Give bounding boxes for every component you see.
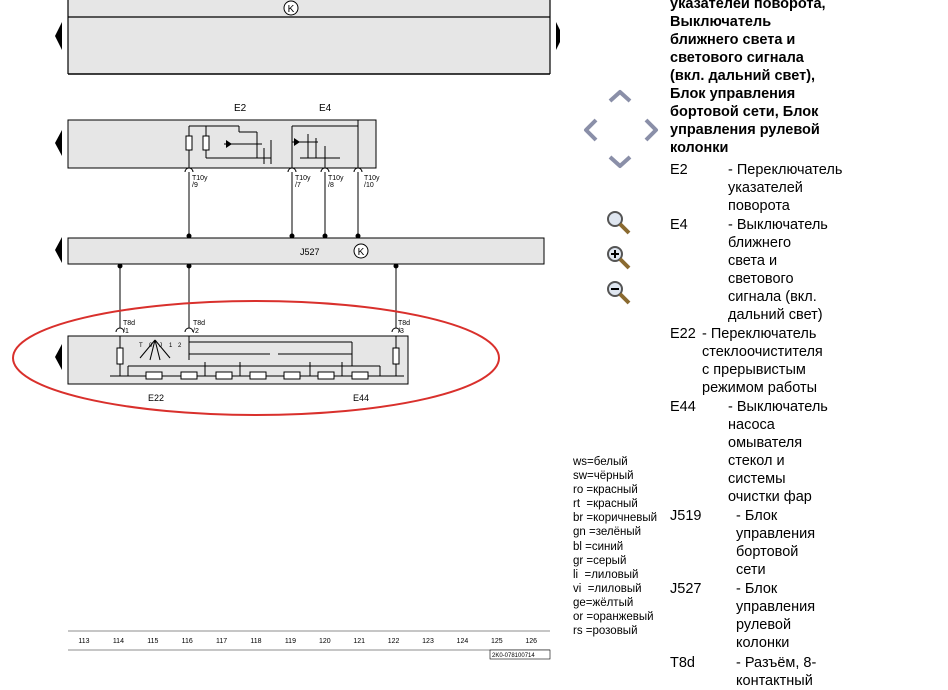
zoom-in-icon[interactable]: [604, 243, 632, 271]
svg-text:T10y: T10y: [328, 175, 344, 182]
svg-text:/10: /10: [364, 182, 374, 189]
legend-item-j519: J519 - Блок управления бортовой сети: [670, 508, 816, 578]
grid-number: 125: [491, 638, 503, 645]
chevron-up-icon[interactable]: [606, 84, 634, 108]
grid-number: 120: [319, 638, 331, 645]
control-unit-j527: J527 K: [67, 237, 545, 265]
grid-number: 115: [147, 638, 158, 645]
svg-text:J: J: [159, 343, 162, 349]
grid-number: 118: [250, 638, 261, 645]
top-block: K: [67, 0, 551, 75]
grid-number: 123: [422, 638, 434, 645]
j527-label: J527: [300, 247, 320, 257]
svg-text:2: 2: [178, 343, 182, 349]
k-symbol-top: K: [288, 4, 295, 15]
magnifier-icon[interactable]: [604, 208, 632, 236]
switch-block-e2-e4: E2 E4: [67, 103, 377, 169]
chevron-down-icon[interactable]: [606, 150, 634, 174]
grid-number: 124: [457, 638, 469, 645]
svg-text:/3: /3: [398, 328, 404, 335]
switch-block-e22-e44: [67, 335, 409, 385]
legend-item-e22: E22 - Переключатель стеклоочистителя с п…: [670, 326, 823, 396]
e4-label: E4: [319, 103, 332, 114]
svg-text:/7: /7: [295, 182, 301, 189]
row-marker-left-1[interactable]: [55, 22, 62, 50]
grid-number: 119: [285, 638, 296, 645]
svg-text:/8: /8: [328, 182, 334, 189]
highlight-ellipse: [12, 300, 500, 416]
svg-text:T8d: T8d: [398, 320, 410, 327]
svg-text:T8d: T8d: [123, 320, 135, 327]
chevron-right-icon[interactable]: [640, 116, 664, 144]
legend-item-j527: J527 - Блок управления рулевой колонки: [670, 581, 816, 651]
svg-text:K: K: [358, 247, 365, 258]
t10y-connectors: T10y /9 T10y /7 T10y /8 T10y /10: [184, 167, 380, 189]
description-panel: указателей поворота, Выключатель ближнег…: [670, 0, 948, 157]
svg-text:T10y: T10y: [295, 175, 311, 182]
svg-text:1: 1: [169, 343, 173, 349]
wires-lower: [115, 263, 401, 333]
grid-number: 121: [353, 638, 365, 645]
legend-item-e2: E2 - Переключатель указателей поворота: [670, 162, 843, 214]
svg-text:/2: /2: [193, 328, 199, 335]
legend-item-e44: E44 - Выключатель насоса омывателя стеко…: [670, 399, 828, 505]
svg-text:T10y: T10y: [192, 175, 208, 182]
e22-label: E22: [148, 393, 164, 403]
zoom-out-icon[interactable]: [604, 278, 632, 306]
svg-text:0: 0: [149, 343, 153, 349]
svg-text:T8d: T8d: [193, 320, 205, 327]
description-title: указателей поворота, Выключатель ближнег…: [670, 0, 826, 156]
grid-number: 126: [525, 638, 537, 645]
grid-number: 117: [216, 638, 227, 645]
row-marker-left-3[interactable]: [55, 237, 62, 263]
grid-number: 114: [113, 638, 124, 645]
e2-label: E2: [234, 103, 247, 114]
legend-item-e4: E4 - Выключатель ближнего света и светов…: [670, 217, 828, 323]
e44-label: E44: [353, 393, 369, 403]
legend-item-t8d: T8d - Разъём, 8- контактный: [670, 655, 817, 689]
row-marker-right-1[interactable]: [556, 22, 560, 50]
svg-text:T: T: [139, 343, 143, 349]
row-marker-left-4[interactable]: [55, 344, 62, 370]
wiring-diagram: K E2 E4 T10y /9: [12, 0, 560, 660]
row-marker-left-2[interactable]: [55, 130, 62, 156]
chevron-left-icon[interactable]: [578, 116, 602, 144]
grid-number: 122: [388, 638, 400, 645]
grid-number: 113: [78, 638, 89, 645]
svg-text:/1: /1: [123, 328, 129, 335]
doc-number: 2K0-078100714: [492, 653, 535, 659]
svg-text:T10y: T10y: [364, 175, 380, 182]
grid-number: 116: [182, 638, 193, 645]
grid-ruler: 113 114 115 116 117 118 119 120 121 122 123 124 125 1…: [68, 630, 551, 660]
svg-text:/9: /9: [192, 182, 198, 189]
wire-color-legend: ws=белый sw=чёрный ro =красный rt =красн…: [573, 456, 658, 638]
